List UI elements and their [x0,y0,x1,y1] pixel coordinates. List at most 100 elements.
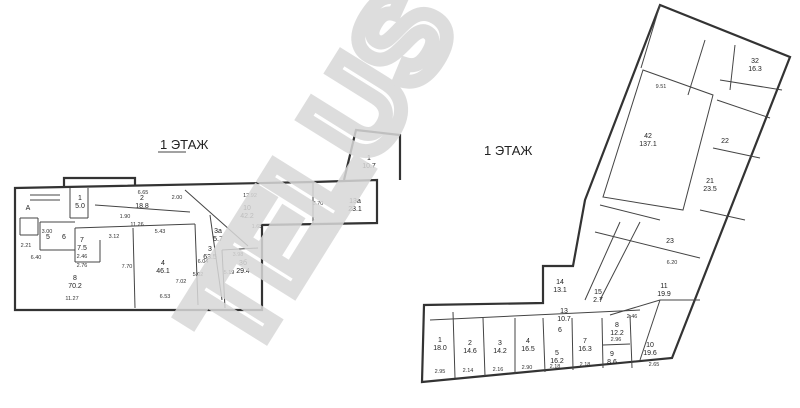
room-label: 4 [161,260,165,267]
right-floor-plan: 1 ЭТАЖ 118.0 214.6 314.2 416.5 516.2 6 7… [420,3,792,384]
room-area: 63.5 [203,254,217,261]
room-label: 9 [610,351,614,358]
room-area: 16.3 [748,66,762,73]
room-label: 7 [80,237,84,244]
room-label: 6 [558,327,562,334]
room-area: 16.2 [550,358,564,365]
dimension: 5.43 [155,229,166,235]
room-area: 16.3 [578,346,592,353]
left-plan-outline [13,178,379,312]
room-area: 5.7 [213,236,223,243]
dimension: 2.00 [172,195,183,201]
room-label: 10 [243,205,251,212]
room-label: 15 [594,289,602,296]
dimension: 2.18 [550,364,561,370]
left-dimensions: 6.65 2.00 12.92 3.70 1.90 11.26 5.43 3.1… [21,190,324,302]
dimension: 2.90 [522,365,533,371]
room-area: 12.2 [610,330,624,337]
room-label: 3а [214,228,222,235]
room-area: 19.9 [657,291,671,298]
dimension: 2.21 [21,243,32,249]
right-plan-partitions [429,4,783,379]
room-label: 5 [555,350,559,357]
room-area: 137.1 [639,141,657,148]
room-label: 4 [526,338,530,345]
watermark-logo: TELUS [158,0,480,374]
dimension: 7.02 [176,279,187,285]
room-label: 42 [644,133,652,140]
room-area: 23.5 [703,186,717,193]
room-area: 13.1 [553,287,567,294]
dimension: 6.20 [667,260,678,266]
room-area: 19.6 [643,350,657,357]
room-area: 46.1 [156,268,170,275]
right-dimensions: 2.95 2.14 2.16 2.90 2.18 2.18 2.65 2.46 … [435,84,678,375]
room-label: 6 [62,234,66,241]
room-area: 42.2 [240,213,254,220]
room-label: 8 [73,275,77,282]
dimension: 5.02 [193,272,204,278]
dimension: 3.98 [233,252,244,258]
room-label: А [26,205,31,212]
room-area: 29.4 [236,268,250,275]
dimension: 2.65 [649,362,660,368]
right-plan-outline [420,3,792,384]
dimension: 2.46 [627,314,638,320]
room-area: 14.6 [463,348,477,355]
dimension: 3.70 [313,201,324,207]
room-area: 2.7 [593,297,603,304]
room-label: 3 [208,246,212,253]
room-label: 5 [46,234,50,241]
dimension: 2.18 [580,362,591,368]
right-room-labels: 118.0 214.6 314.2 416.5 516.2 6 716.3 81… [433,58,762,366]
room-area: 14.2 [493,348,507,355]
room-area: 5.0 [75,203,85,210]
dimension: 12.92 [243,193,257,199]
room-label: 32 [751,58,759,65]
dimension: 6.53 [160,294,171,300]
dimension: 6.65 [138,190,149,196]
dimension: 2.96 [611,337,622,343]
room-label: 1 [78,195,82,202]
room-area: 10.7 [362,163,376,170]
room-label: 3б [239,259,247,267]
dimension: 2.95 [435,369,446,375]
room-label: 13 [560,308,568,315]
room-area: 8.6 [607,359,617,366]
room-label: 1 [367,155,371,162]
room-label: 2 [468,340,472,347]
room-label: 7 [583,338,587,345]
room-area: 18.0 [433,345,447,352]
dimension: 7.70 [122,264,133,270]
dimension: 2.46 [77,254,88,260]
left-plan-balcony [62,176,137,188]
room-area: 18.8 [135,203,149,210]
room-label: 23 [666,238,674,245]
room-area: 7.5 [77,245,87,252]
right-floor-title: 1 ЭТАЖ [484,143,532,158]
left-plan-annex [342,128,402,181]
room-label: 10 [646,342,654,349]
room-area: 10.7 [557,316,571,323]
dimension: 6.40 [31,255,42,261]
left-plan-partitions [19,182,314,309]
dimension: 2.14 [463,368,474,374]
dimension: 11.26 [130,222,143,228]
dimension: 3.00 [42,229,53,235]
room-area: 16.5 [521,346,535,353]
room-label: 3 [498,340,502,347]
room-label: 2 [140,195,144,202]
dimension: 1.65 [252,224,263,230]
room-label: 21 [706,178,714,185]
dimension: 9.51 [656,84,667,90]
dimension: 1.90 [120,214,131,220]
room-label: 11 [660,283,667,290]
room-area: 70.2 [68,283,82,290]
room-label: 13а [349,198,361,205]
room-area: 23.1 [348,206,362,213]
room-label: 22 [721,138,729,145]
